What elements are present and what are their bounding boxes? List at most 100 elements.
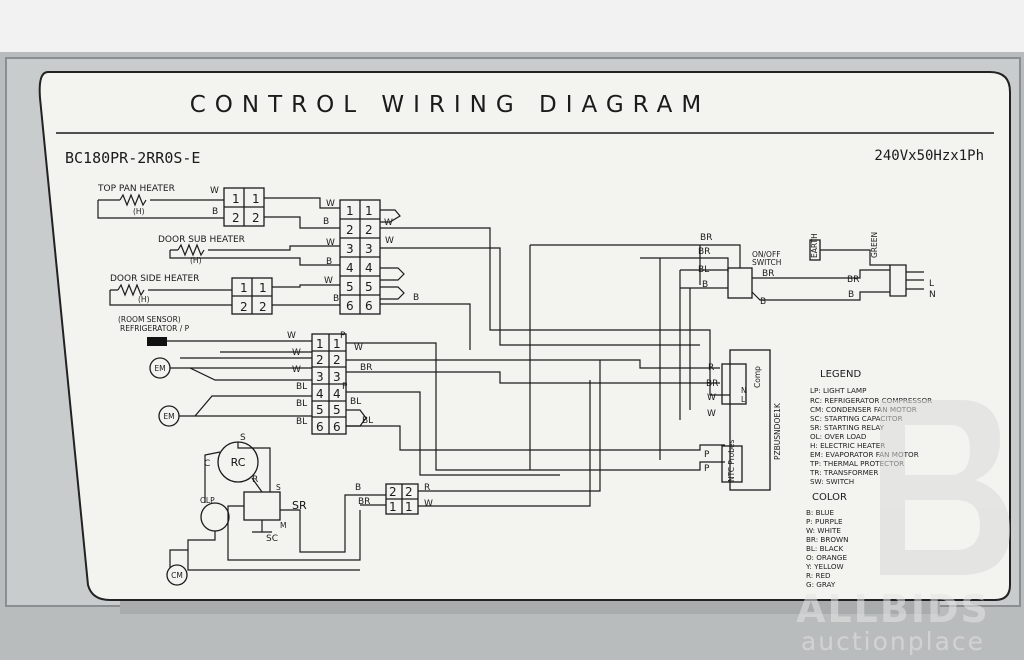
legend-item: H: ELECTRIC HEATER — [810, 441, 885, 450]
svg-text:1: 1 — [333, 337, 341, 351]
legend-item: TR: TRANSFORMER — [809, 468, 878, 477]
svg-text:BR: BR — [762, 269, 774, 279]
svg-text:BL: BL — [362, 416, 373, 426]
sc-label: SC — [266, 534, 278, 544]
heater-tag-1: (H) — [133, 207, 145, 216]
legend-item: RC: REFRIGERATOR COMPRESSOR — [810, 396, 932, 405]
legend-title: LEGEND — [820, 369, 861, 380]
top-pan-heater-label: TOP PAN HEATER — [97, 184, 175, 194]
svg-text:W: W — [324, 276, 333, 286]
heater-wiring — [97, 197, 730, 396]
color-legend-title: COLOR — [812, 492, 847, 503]
svg-text:BR: BR — [847, 275, 859, 285]
svg-text:2: 2 — [316, 353, 324, 367]
svg-text:5: 5 — [333, 403, 341, 417]
comp-terminal-block — [721, 363, 747, 405]
svg-text:EM: EM — [154, 364, 165, 373]
olp-label: OLP — [200, 496, 215, 505]
svg-text:P: P — [342, 382, 348, 392]
svg-text:5: 5 — [346, 280, 354, 294]
svg-text:C: C — [204, 459, 210, 469]
svg-text:S: S — [276, 483, 281, 492]
svg-text:W: W — [287, 331, 296, 341]
svg-text:B: B — [212, 207, 218, 217]
svg-text:3: 3 — [333, 370, 341, 384]
svg-text:1: 1 — [316, 337, 324, 351]
svg-text:6: 6 — [333, 420, 341, 434]
svg-text:BL: BL — [698, 265, 709, 275]
svg-text:BL: BL — [296, 417, 307, 427]
legend-item: TP: THERMAL PROTECTOR — [809, 459, 904, 468]
svg-text:B: B — [326, 257, 332, 267]
svg-text:2: 2 — [365, 223, 373, 237]
green-wire-label: GREEN — [870, 232, 879, 258]
svg-text:M: M — [280, 521, 286, 530]
svg-text:R: R — [424, 483, 430, 493]
svg-text:1: 1 — [365, 204, 373, 218]
watermark: ALLBIDS auctionplace — [796, 400, 1010, 656]
svg-text:BR: BR — [358, 497, 370, 507]
svg-text:BR: BR — [706, 379, 718, 389]
svg-text:2: 2 — [405, 485, 413, 499]
svg-text:2: 2 — [232, 211, 240, 225]
svg-text:W: W — [385, 236, 394, 246]
svg-text:2: 2 — [346, 223, 354, 237]
svg-text:4: 4 — [346, 261, 354, 275]
legend-item: SC: STARTING CAPACITOR — [810, 414, 903, 423]
svg-text:1: 1 — [259, 281, 267, 295]
model-number: BC180PR-2RR0S-E — [65, 149, 200, 167]
top-pan-heater-resistor — [119, 193, 147, 207]
svg-text:3: 3 — [316, 370, 324, 384]
svg-text:4: 4 — [365, 261, 373, 275]
power-plug — [889, 264, 907, 297]
svg-text:Comp: Comp — [753, 366, 762, 388]
svg-text:S: S — [240, 433, 246, 443]
svg-text:BL: BL — [296, 382, 307, 392]
svg-text:EM: EM — [163, 412, 174, 421]
diagram-label-sticker — [38, 71, 1011, 601]
svg-text:B: B — [355, 483, 361, 493]
color-legend-item: BL: BLACK — [806, 544, 844, 553]
svg-text:BL: BL — [296, 399, 307, 409]
svg-text:3: 3 — [365, 242, 373, 256]
svg-text:4: 4 — [333, 387, 341, 401]
on-off-label: ON/OFF — [752, 250, 781, 259]
svg-text:B: B — [413, 293, 419, 303]
svg-text:3: 3 — [346, 242, 354, 256]
svg-text:B: B — [702, 280, 708, 290]
legend-item: EM: EVAPORATOR FAN MOTOR — [810, 450, 919, 459]
svg-text:W: W — [326, 199, 335, 209]
svg-text:B: B — [848, 290, 854, 300]
svg-text:P: P — [340, 331, 346, 341]
svg-text:1: 1 — [389, 500, 397, 514]
power-spec: 240Vx50Hzx1Ph — [874, 148, 984, 164]
svg-text:1: 1 — [346, 204, 354, 218]
legend-item: OL: OVER LOAD — [810, 432, 867, 441]
svg-text:BR: BR — [698, 247, 710, 257]
legend-item: CM: CONDENSER FAN MOTOR — [810, 405, 917, 414]
refrigerator-probe-label: REFRIGERATOR / P — [120, 324, 190, 333]
color-legend-item: R: RED — [806, 571, 831, 580]
svg-text:W: W — [326, 238, 335, 248]
color-legend-item: G: GRAY — [806, 580, 836, 589]
svg-text:1: 1 — [252, 192, 260, 206]
fan-wiring — [170, 351, 312, 417]
color-legend-list: B: BLUE P: PURPLE W: WHITE BR: BROWN BL:… — [805, 508, 848, 589]
svg-text:BL: BL — [350, 397, 361, 407]
sr-label: SR — [292, 499, 307, 512]
svg-text:L: L — [741, 395, 746, 404]
svg-text:W: W — [384, 218, 393, 228]
svg-text:5: 5 — [365, 280, 373, 294]
condenser-fan-motor — [166, 564, 188, 586]
svg-text:R: R — [708, 363, 714, 373]
door-side-heater-label: DOOR SIDE HEATER — [110, 274, 199, 284]
svg-text:1: 1 — [240, 281, 248, 295]
controller-model: PZBUSNDOE1K — [773, 402, 782, 460]
watermark-sub: auctionplace — [801, 627, 985, 656]
svg-text:6: 6 — [316, 420, 324, 434]
svg-text:1: 1 — [405, 500, 413, 514]
